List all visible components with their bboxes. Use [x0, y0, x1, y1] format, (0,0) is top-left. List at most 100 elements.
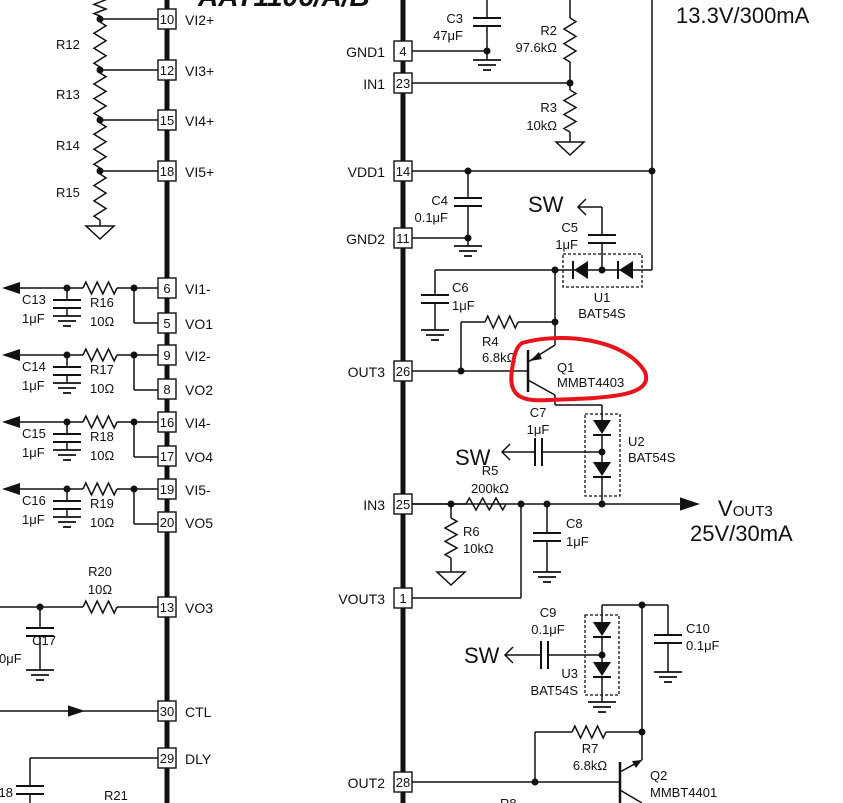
ic-pin-box: [157, 700, 177, 722]
resistor-symbol: [82, 481, 118, 497]
ic-pin-label: OUT3: [348, 364, 386, 380]
junction-dot: [648, 167, 656, 175]
ic-pin-label: VI2-: [185, 348, 211, 364]
component-ref-r5: R5: [482, 463, 499, 478]
component-value: 10Ω: [88, 582, 112, 597]
ic-pin-box: [157, 596, 177, 618]
ic-pin-box: [393, 227, 413, 249]
component-ref-r18: R18: [90, 429, 114, 444]
vout3-subscript: OUT3: [733, 503, 773, 520]
ic-pin-box: [157, 8, 177, 30]
ic-pin-box: [157, 478, 177, 500]
diode-icon: [593, 462, 611, 476]
ic-pin-box: [157, 511, 177, 533]
component-value: 10Ω: [90, 381, 114, 396]
ic-pin-box: [157, 277, 177, 299]
component-ref-r21: R21: [104, 788, 128, 803]
component-value: 1μF: [22, 445, 45, 460]
junction-dot: [598, 500, 606, 508]
component-value: MMBT4403: [557, 375, 624, 390]
component-value: 0.1μF: [531, 622, 565, 637]
ic-pin-number: 1: [399, 591, 406, 606]
component-ref-r16: R16: [90, 295, 114, 310]
component-ref-r12: R12: [56, 37, 80, 52]
diode-package-outline: [562, 253, 643, 288]
component-ref-c16: C16: [22, 493, 46, 508]
ic-pin-label: VI1-: [185, 281, 211, 297]
component-ref-c8: C8: [566, 516, 583, 531]
component-ref-c3: C3: [446, 11, 463, 26]
resistor-symbol: [92, 21, 108, 68]
ic-pin-label: VI2+: [185, 12, 214, 28]
highlight-circle-q1: [509, 335, 649, 403]
component-ref-r13: R13: [56, 87, 80, 102]
emitter-arrow-icon: [530, 352, 542, 361]
ic-pin-label: VI4+: [185, 113, 214, 129]
vout3-label: VOUT3: [718, 496, 773, 521]
ic-pin-number: 13: [160, 600, 174, 615]
component-value: 200kΩ: [471, 481, 509, 496]
ic-pin-number: 12: [160, 63, 174, 78]
ic-pin-box: [393, 360, 413, 382]
component-ref-r4: R4: [482, 334, 499, 349]
ic-pin-number: 8: [163, 382, 170, 397]
ic-pin-label: GND2: [346, 231, 385, 247]
diode-package-outline: [584, 413, 621, 497]
ic-pin-number: 14: [396, 164, 410, 179]
arrow-left-icon: [2, 349, 20, 361]
diode-icon: [593, 622, 611, 636]
arrow-right-icon: [68, 705, 85, 717]
component-ref-c17: C17: [32, 633, 56, 648]
component-ref-r7: R7: [582, 741, 599, 756]
ic-pin-number: 26: [396, 364, 410, 379]
component-ref-c5: C5: [561, 220, 578, 235]
resistor-symbol: [571, 724, 607, 740]
diode-icon: [574, 261, 588, 279]
component-ref-q1: Q1: [557, 360, 574, 375]
resistor-symbol: [443, 517, 459, 559]
component-value: 1μF: [22, 378, 45, 393]
component-value: 6.8kΩ: [482, 350, 517, 365]
resistor-symbol: [484, 314, 519, 330]
resistor-symbol: [92, 122, 108, 169]
ic-pin-number: 9: [163, 348, 170, 363]
ic-pin-box: [157, 445, 177, 467]
ic-pin-number: 29: [160, 751, 174, 766]
ic-pin-label: VI3+: [185, 63, 214, 79]
ic-pin-box: [393, 493, 413, 515]
ic-pin-label: VO2: [185, 382, 213, 398]
ic-pin-box: [157, 312, 177, 334]
resistor-symbol: [82, 414, 118, 430]
net-label-sw: SW: [455, 445, 491, 470]
wire: [619, 789, 643, 803]
ic-pin-number: 4: [399, 44, 406, 59]
component-ref-r2: R2: [540, 23, 557, 38]
vout1-rating: 13.3V/300mA: [676, 3, 810, 28]
wire: [527, 379, 556, 396]
open-arrow-icon: [576, 198, 587, 216]
ic-pin-number: 10: [160, 12, 174, 27]
ic-pin-number: 30: [160, 704, 174, 719]
ic-pin-label: OUT2: [348, 775, 386, 791]
arrow-right-icon: [680, 497, 700, 511]
component-value: 0.1μF: [414, 210, 448, 225]
arrow-left-icon: [2, 282, 20, 294]
component-ref-u2: U2: [628, 434, 645, 449]
component-value: 6.8kΩ: [573, 758, 608, 773]
component-value: 0μF: [0, 651, 22, 666]
emitter-arrow-icon: [632, 760, 642, 768]
resistor-symbol: [562, 89, 578, 133]
ic-title: AAT1106/A/B: [197, 0, 370, 12]
net-label-sw: SW: [528, 192, 564, 217]
ic-pin-number: 23: [396, 76, 410, 91]
component-value: 1μF: [452, 298, 475, 313]
ground-triangle-icon: [84, 225, 116, 241]
component-ref-c6: C6: [452, 280, 469, 295]
ic-pin-number: 16: [160, 415, 174, 430]
component-ref-r8: R8: [500, 796, 517, 803]
resistor-symbol: [465, 496, 507, 512]
component-value: 1μF: [22, 311, 45, 326]
resistor-symbol: [82, 347, 118, 363]
component-ref-r20: R20: [88, 564, 112, 579]
